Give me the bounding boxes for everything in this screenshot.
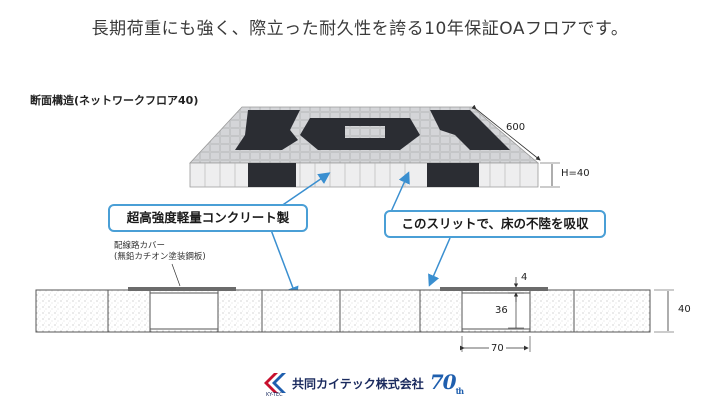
dim-total-40: 40 — [678, 304, 691, 315]
company-logo: KY-TEC 共同カイテック株式会社 70th — [264, 370, 464, 398]
cross-section — [35, 287, 651, 333]
anniversary-number: 70 — [429, 370, 457, 394]
company-name: 共同カイテック株式会社 — [292, 376, 424, 391]
panel-dark-cross-left — [235, 110, 300, 150]
wiring-cover-label: 配線路カバー (無鉛カチオン塗装鋼板) — [114, 241, 206, 263]
dim-channel-70: 70 — [489, 343, 506, 354]
floor-panel-3d — [189, 106, 540, 188]
callout-concrete: 超高強度軽量コンクリート製 — [108, 204, 308, 232]
wiring-cover-label-line1: 配線路カバー — [114, 241, 166, 251]
wiring-cover-label-line2: (無鉛カチオン塗装鋼板) — [114, 252, 206, 262]
dim-cover-4: 4 — [521, 272, 528, 283]
section-title: 断面構造(ネットワークフロア40) — [30, 94, 199, 107]
dim-channel-36: 36 — [495, 305, 508, 316]
headline: 長期荷重にも強く、際立った耐久性を誇る10年保証OAフロアです。 — [91, 19, 629, 39]
dim-height-h40: H=40 — [561, 168, 590, 179]
anniversary-mark: 70th — [429, 370, 464, 396]
anniversary-suffix: th — [455, 386, 464, 396]
callout-slit: このスリットで、床の不陸を吸収 — [384, 210, 606, 238]
panel-side-channel-left — [248, 163, 296, 187]
wiring-cover-left — [128, 287, 236, 291]
dim-width-600: 600 — [506, 122, 526, 133]
panel-side-channel-right — [427, 163, 479, 187]
wiring-cover-right — [440, 287, 548, 291]
brand-sub: KY-TEC — [266, 392, 283, 398]
kytec-logo-icon — [264, 373, 286, 393]
